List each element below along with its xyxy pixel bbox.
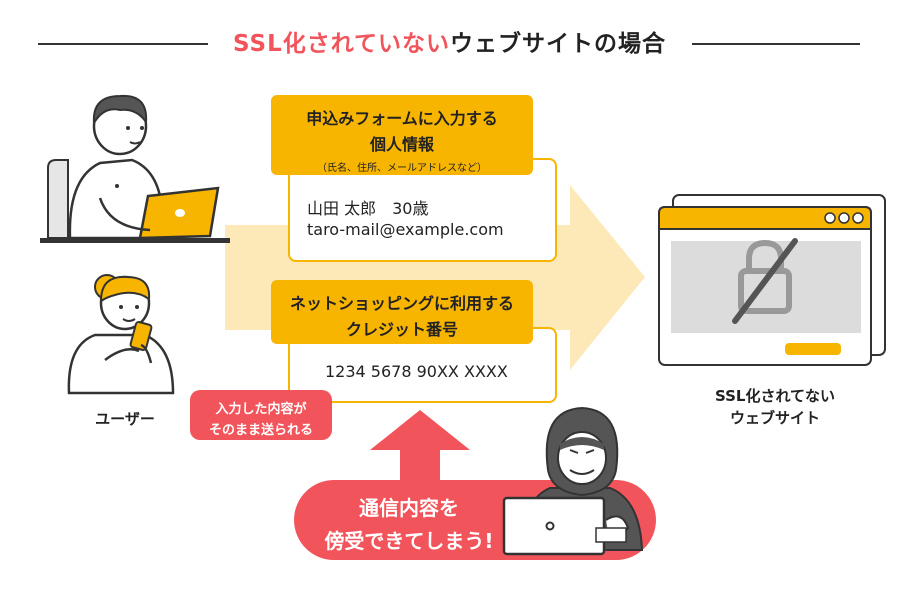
personal-info-email: taro-mail@example.com bbox=[307, 220, 504, 239]
title-rule-left bbox=[38, 43, 208, 45]
credit-card-heading-line2: クレジット番号 bbox=[345, 320, 458, 339]
title-highlight: SSL化されていない bbox=[232, 31, 451, 57]
site-label-line1: SSL化されてない bbox=[714, 387, 836, 405]
personal-info-note: （氏名、住所、メールアドレスなど） bbox=[317, 163, 487, 174]
site-label-line2: ウェブサイト bbox=[729, 409, 820, 427]
website-illustration bbox=[658, 194, 886, 366]
site-label: SSL化されてない ウェブサイト bbox=[690, 385, 860, 429]
warning-bubble-line2: そのまま送られる bbox=[208, 423, 313, 438]
user-laptop-illustration bbox=[40, 94, 230, 243]
hacker-illustration bbox=[502, 406, 644, 556]
personal-info-name-age: 山田 太郎 30歳 bbox=[307, 199, 429, 218]
personal-info-heading-line1: 申込みフォームに入力する bbox=[306, 109, 498, 128]
credit-card-number: 1234 5678 90XX XXXX bbox=[325, 362, 508, 381]
page-title: SSL化されていないウェブサイトの場合 bbox=[0, 24, 899, 58]
intercept-arrow bbox=[370, 410, 470, 490]
intercept-bubble-line2: 傍受できてしまう! bbox=[324, 529, 494, 553]
credit-card-heading-line1: ネットショッピングに利用する bbox=[289, 294, 514, 313]
title-rest: ウェブサイトの場合 bbox=[450, 31, 667, 57]
personal-info-heading-line2: 個人情報 bbox=[369, 135, 434, 154]
personal-info-heading: 申込みフォームに入力する 個人情報 （氏名、住所、メールアドレスなど） bbox=[271, 95, 533, 175]
title-rule-right bbox=[692, 43, 860, 45]
user-label: ユーザー bbox=[95, 410, 155, 428]
user-phone-illustration bbox=[67, 274, 175, 395]
warning-bubble-line1: 入力した内容が bbox=[215, 402, 307, 417]
credit-card-heading: ネットショッピングに利用する クレジット番号 bbox=[271, 280, 533, 344]
warning-bubble: 入力した内容が そのまま送られる bbox=[190, 390, 332, 440]
intercept-bubble-line1: 通信内容を bbox=[359, 496, 459, 520]
